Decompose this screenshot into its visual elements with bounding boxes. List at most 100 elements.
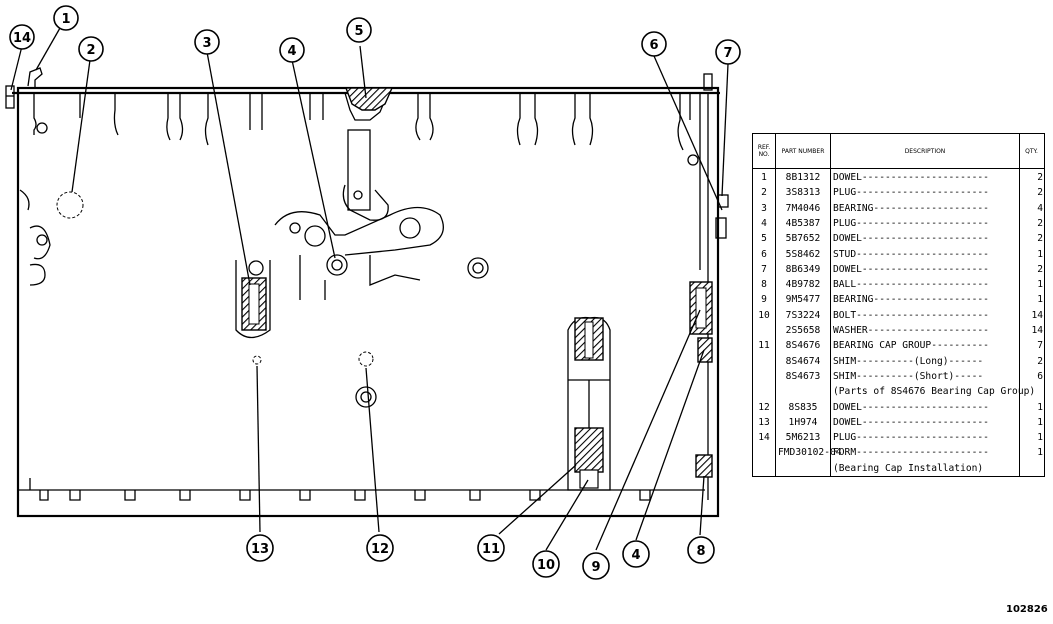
cell-pn: 8S835 xyxy=(788,401,818,413)
svg-text:10: 10 xyxy=(537,558,555,573)
cell-desc: PLUG----------------------- xyxy=(833,432,989,444)
callout-3: 3 xyxy=(194,29,220,55)
callout-14: 14 xyxy=(9,24,35,50)
svg-text:13: 13 xyxy=(251,542,269,557)
cell-desc: BOLT----------------------- xyxy=(833,309,989,321)
col-divider xyxy=(830,134,831,476)
cell-desc: BEARING CAP GROUP---------- xyxy=(833,340,989,352)
header-description: DESCRIPTION xyxy=(904,147,946,155)
cell-qty: 1 xyxy=(1037,432,1043,444)
svg-text:4: 4 xyxy=(287,44,296,59)
cell-qty: 6 xyxy=(1037,370,1043,382)
cell-pn: 4B5387 xyxy=(785,217,821,229)
callout-5: 5 xyxy=(346,17,372,43)
cell-pn: 5B7652 xyxy=(785,233,821,245)
col-divider xyxy=(775,134,776,476)
callout-13: 13 xyxy=(246,534,274,562)
cell-ref: 3 xyxy=(761,202,767,214)
cell-pn: 8S4674 xyxy=(785,355,821,367)
cell-qty: 2 xyxy=(1037,172,1043,183)
header-qty: QTY. xyxy=(1025,147,1038,155)
cell-ref: 10 xyxy=(758,309,770,321)
table-row: (Bearing Cap Installation) xyxy=(753,461,1043,476)
table-row: 5 5B7652 DOWEL---------------------- 2 xyxy=(753,231,1043,246)
cell-pn: 8B6349 xyxy=(785,263,821,275)
cell-qty: 2 xyxy=(1037,187,1043,199)
cell-ref: 14 xyxy=(758,432,770,444)
svg-text:9: 9 xyxy=(591,560,600,575)
callout-7: 7 xyxy=(715,39,741,65)
cell-qty: 1 xyxy=(1037,279,1043,291)
cell-pn: 7S3224 xyxy=(785,309,821,321)
cell-ref: 13 xyxy=(758,416,770,428)
cell-desc: DOWEL---------------------- xyxy=(833,233,989,245)
cell-pn: 8B1312 xyxy=(785,172,821,183)
top-ribs xyxy=(19,93,699,286)
cell-ref: 4 xyxy=(761,217,767,229)
header-ref: REF. NO. xyxy=(757,144,771,158)
svg-text:5: 5 xyxy=(354,24,363,39)
cell-qty: 2 xyxy=(1037,233,1043,245)
cell-pn: FMD30102-04 xyxy=(778,447,842,459)
svg-text:8: 8 xyxy=(696,544,705,559)
table-row: (Parts of 8S4676 Bearing Cap Group) xyxy=(753,384,1043,399)
cell-qty: 1 xyxy=(1037,447,1043,459)
cell-desc: DOWEL---------------------- xyxy=(833,401,989,413)
cell-desc: BALL----------------------- xyxy=(833,279,989,291)
svg-text:6: 6 xyxy=(649,38,658,53)
table-header: REF. NO. PART NUMBER DESCRIPTION QTY. xyxy=(753,134,1044,169)
cell-desc: PLUG----------------------- xyxy=(833,217,989,229)
svg-text:12: 12 xyxy=(371,542,389,557)
callout-11: 11 xyxy=(477,534,505,562)
leader-lines xyxy=(10,27,729,551)
cell-pn: 8S4676 xyxy=(785,340,821,352)
cell-desc: (Parts of 8S4676 Bearing Cap Group) xyxy=(833,386,1036,398)
cell-qty: 1 xyxy=(1037,401,1043,413)
cell-desc: SHIM----------(Long)------ xyxy=(833,355,984,367)
cell-pn: 3S8313 xyxy=(785,187,821,199)
callout-10: 10 xyxy=(532,550,560,578)
cell-ref: 11 xyxy=(758,340,770,352)
hatched-sections xyxy=(241,87,713,491)
callout-2: 2 xyxy=(78,36,104,62)
cell-ref: 12 xyxy=(758,401,770,413)
cell-ref: 9 xyxy=(761,294,767,306)
cell-pn: 8S4673 xyxy=(785,370,821,382)
cell-ref: 5 xyxy=(761,233,767,245)
cell-pn: 4B9782 xyxy=(785,279,821,291)
center-features xyxy=(235,92,489,408)
table-row: 8S4673 SHIM----------(Short)-----6 xyxy=(753,369,1043,384)
header-part-number: PART NUMBER xyxy=(781,147,825,155)
svg-text:1: 1 xyxy=(61,12,70,27)
table-row: 2 3S8313 PLUG----------------------- 2 xyxy=(753,185,1043,200)
cell-desc: PLUG----------------------- xyxy=(833,187,989,199)
table-row: 8S4674 SHIM----------(Long)------2 xyxy=(753,354,1043,369)
cell-qty: 1 xyxy=(1037,294,1043,306)
cell-ref: 2 xyxy=(761,187,767,199)
figure-id: 102826 xyxy=(1006,604,1048,615)
callout-4-top: 4 xyxy=(279,37,305,63)
cell-qty: 14 xyxy=(1031,325,1043,336)
cell-desc: DOWEL---------------------- xyxy=(833,416,989,428)
table-row: 4 4B5387 PLUG----------------------- 2 xyxy=(753,216,1043,231)
hidden-features xyxy=(56,191,374,367)
table-row: 12 8S835 DOWEL---------------------- 1 xyxy=(753,400,1043,415)
svg-text:7: 7 xyxy=(723,46,732,61)
cell-ref: 6 xyxy=(761,248,767,260)
svg-text:4: 4 xyxy=(631,548,640,563)
callout-9: 9 xyxy=(582,552,610,580)
cell-pn: 1H974 xyxy=(788,416,818,428)
callout-12: 12 xyxy=(366,534,394,562)
cell-desc: WASHER--------------------- xyxy=(833,325,989,336)
cell-qty: 2 xyxy=(1037,217,1043,229)
